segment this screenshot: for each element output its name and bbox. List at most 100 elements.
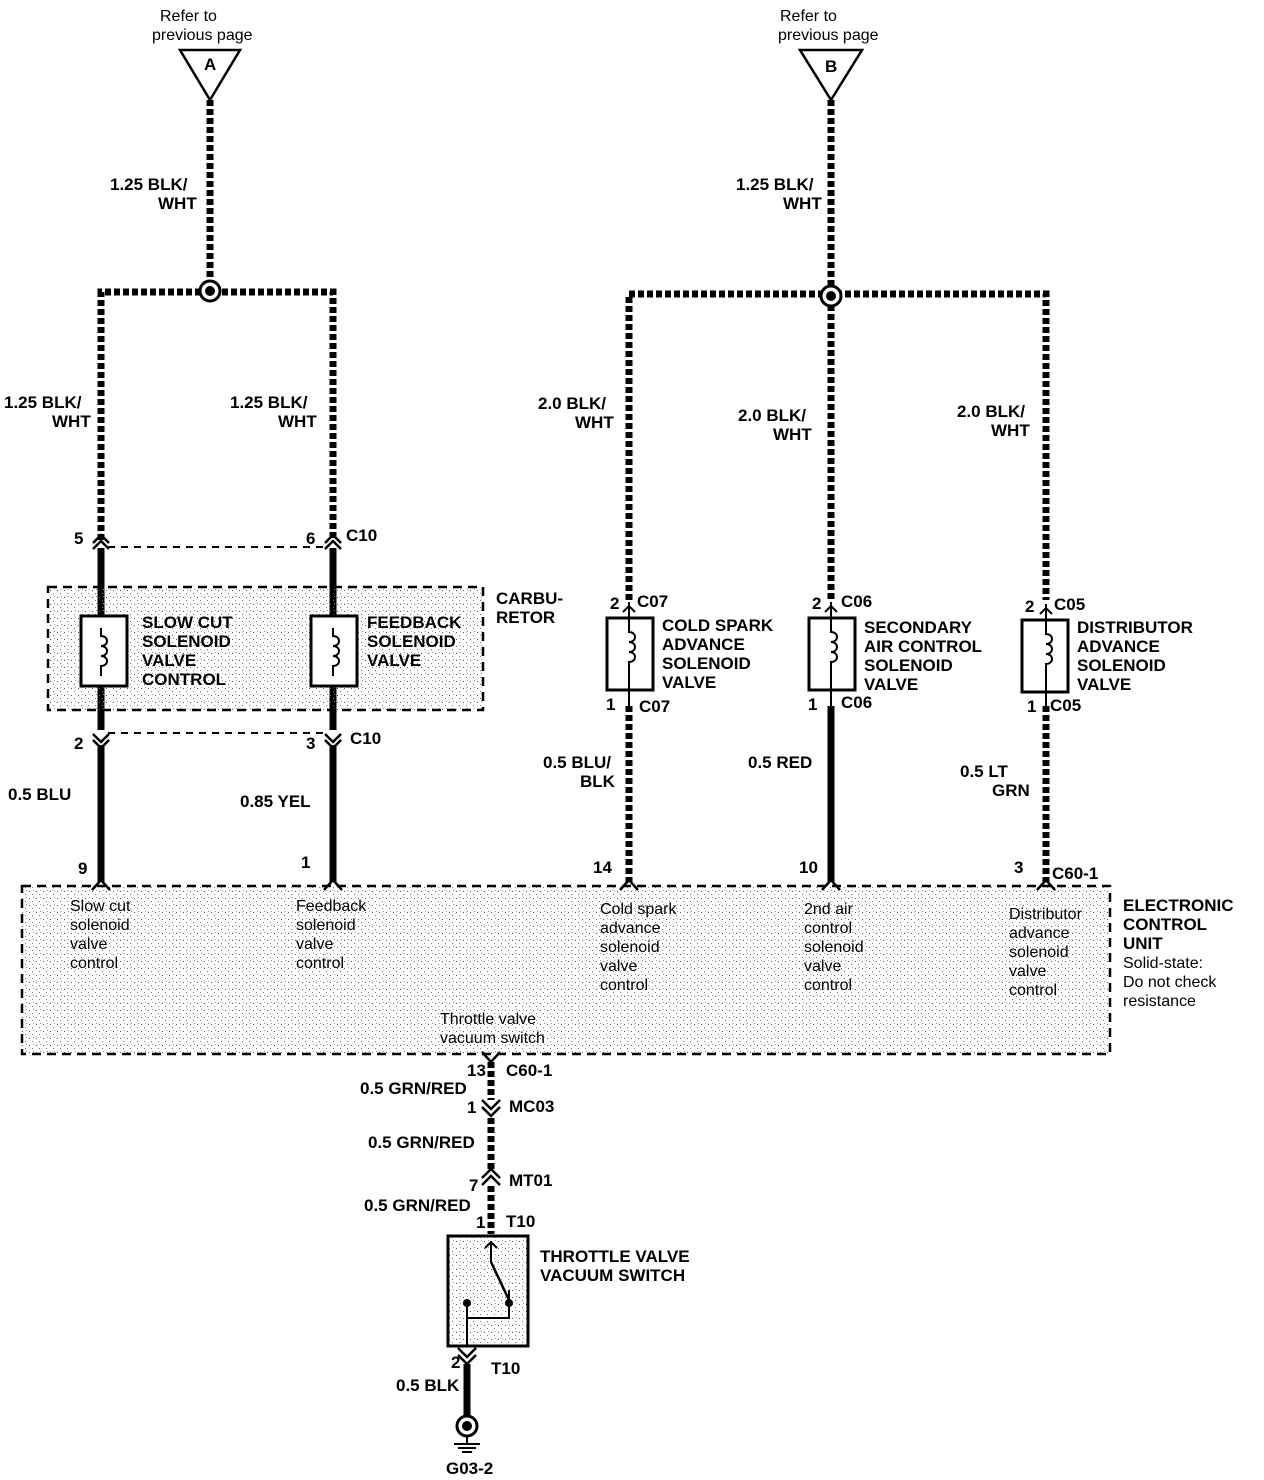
svg-text:COLD SPARK: COLD SPARK [662,616,774,635]
svg-text:SOLENOID: SOLENOID [142,632,231,651]
throttle-switch-label-1: THROTTLE VALVE [540,1247,690,1266]
svg-text:Slow cut: Slow cut [70,898,131,915]
ref-b: Refer to previous page B [778,8,879,103]
svg-text:7: 7 [469,1176,478,1195]
coil-icon [1045,604,1053,708]
switch-contact-icon [489,1261,511,1301]
cold-spark-solenoid: 2 C07 1 C07 COLD SPARK ADVANCE SOLENOID … [605,592,774,716]
feedback-solenoid: FEEDBACK SOLENOID VALVE [309,613,462,688]
ref-b-text2: previous page [778,27,879,44]
svg-text:VALVE: VALVE [1077,675,1131,694]
svg-text:ADVANCE: ADVANCE [1077,637,1160,656]
svg-text:FEEDBACK: FEEDBACK [367,613,462,632]
ecu-pin-feedback: 1 [301,853,310,872]
throttle-switch-label-2: VACUUM SWITCH [540,1266,685,1285]
wire-distributor-label-1: 0.5 LT [960,762,1008,781]
svg-text:control: control [296,955,344,972]
coil-icon [332,628,340,676]
ground-name: G03-2 [446,1459,493,1478]
svg-text:C07: C07 [639,697,670,716]
ecu-note-1: Solid-state: [1123,955,1203,972]
svg-text:AIR CONTROL: AIR CONTROL [864,637,982,656]
wire-b-main-label-2: WHT [783,194,822,213]
wire-distributor-label-2: GRN [992,781,1030,800]
throttle-switch-body[interactable] [446,1234,530,1348]
svg-text:Throttle valve: Throttle valve [440,1011,536,1028]
ref-a-letter: A [204,55,216,74]
svg-text:T10: T10 [506,1212,535,1231]
svg-text:Feedback: Feedback [296,898,367,915]
coil-icon [628,602,636,706]
svg-text:2nd air: 2nd air [804,901,854,918]
svg-text:Cold spark: Cold spark [600,901,677,918]
wire-cold-spark-label-2: BLK [580,772,616,791]
c10-top-right-pin: 6 [306,529,315,548]
svg-text:VALVE: VALVE [142,651,196,670]
splice-a-dot [205,286,215,296]
wire-b-split[interactable] [625,290,1050,600]
carburetor-label-1: CARBU- [496,589,563,608]
wire-b-main-label-1: 1.25 BLK/ [736,175,814,194]
wire-secondary-label: 0.5 RED [748,753,812,772]
svg-text:SOLENOID: SOLENOID [662,654,751,673]
ecu-title-3: UNIT [1123,934,1163,953]
wire-b-left-label-2: WHT [575,413,614,432]
wire-a-left-label-1: 1.25 BLK/ [4,393,82,412]
wire-a-main-label-1: 1.25 BLK/ [110,175,188,194]
svg-text:2: 2 [1025,597,1034,616]
c10-bot-name: C10 [350,729,381,748]
svg-text:Distributor: Distributor [1009,906,1083,923]
circuit-a-wires [97,100,337,882]
splice-b-dot [826,291,836,301]
ref-a-text1: Refer to [160,8,217,25]
slow-cut-solenoid: SLOW CUT SOLENOID VALVE CONTROL [79,613,233,689]
wire-tvs-2-label: 0.5 GRN/RED [368,1133,475,1152]
svg-text:C60-1: C60-1 [506,1061,552,1080]
svg-text:advance: advance [600,920,661,937]
svg-text:MC03: MC03 [509,1097,554,1116]
svg-text:valve: valve [804,958,841,975]
svg-text:1: 1 [808,695,817,714]
connector-c10-top: 5 6 C10 [74,526,377,550]
ref-a-triangle[interactable] [177,48,243,103]
svg-text:solenoid: solenoid [804,939,864,956]
svg-text:MT01: MT01 [509,1171,552,1190]
wire-tvs-1-label: 0.5 GRN/RED [360,1079,467,1098]
svg-text:2: 2 [610,594,619,613]
ecu-top-connector: C60-1 [1052,864,1098,883]
svg-text:solenoid: solenoid [296,917,356,934]
coil-icon [830,602,838,706]
slow-cut-solenoid-body[interactable] [79,614,129,688]
wire-a-main-label-2: WHT [158,194,197,213]
distributor-solenoid: 2 C05 1 C05 DISTRIBUTOR ADVANCE SOLENOID… [1020,595,1193,716]
svg-text:control: control [804,977,852,994]
wire-b-left-label-1: 2.0 BLK/ [538,394,606,413]
svg-text:VALVE: VALVE [662,673,716,692]
svg-text:SOLENOID: SOLENOID [864,656,953,675]
svg-text:C07: C07 [637,592,668,611]
ref-b-letter: B [825,57,837,76]
ref-a-text2: previous page [152,27,253,44]
svg-text:T10: T10 [491,1359,520,1378]
svg-text:VALVE: VALVE [367,651,421,670]
ecu-pin-distributor: 3 [1014,858,1023,877]
ecu-pin-cold: 14 [593,858,612,877]
svg-text:control: control [804,920,852,937]
ecu-title-2: CONTROL [1123,915,1207,934]
c10-top-name: C10 [346,526,377,545]
svg-text:C05: C05 [1050,696,1081,715]
ecu-title-1: ELECTRONIC [1123,896,1234,915]
ecu-note-3: resistance [1123,993,1196,1010]
svg-text:DISTRIBUTOR: DISTRIBUTOR [1077,618,1193,637]
wire-b-mid-label-2: WHT [773,425,812,444]
ref-b-triangle[interactable] [797,48,865,103]
carburetor-label-2: RETOR [496,608,555,627]
svg-text:C06: C06 [841,693,872,712]
svg-text:vacuum switch: vacuum switch [440,1030,545,1047]
circuit-b-wires [625,100,1050,882]
svg-text:C06: C06 [841,592,872,611]
ecu-outline [20,884,1112,1056]
svg-text:valve: valve [296,936,333,953]
secondary-air-solenoid: 2 C06 1 C06 SECONDARY AIR CONTROL SOLENO… [807,592,982,714]
